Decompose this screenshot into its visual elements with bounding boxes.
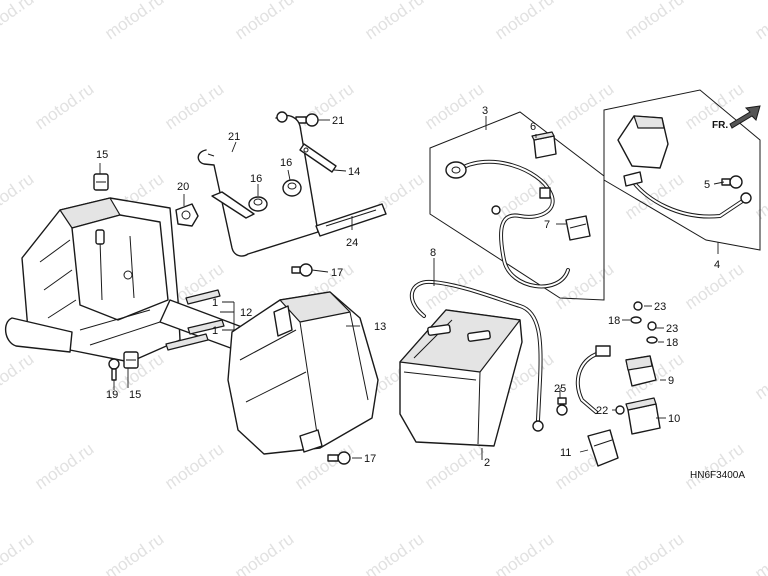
watermark-text: motod.ru (101, 529, 167, 576)
callout-18-a: 18 (608, 315, 620, 327)
callout-18-b: 18 (666, 337, 678, 349)
callout-17-bottom: 17 (364, 453, 376, 465)
fuse-6 (531, 131, 557, 159)
watermark-text: motod.ru (491, 0, 557, 43)
watermark-text: motod.ru (31, 439, 97, 493)
bolt-17-bottom (327, 451, 351, 465)
callout-25: 25 (554, 383, 566, 395)
bracket-11 (587, 429, 619, 467)
callout-13: 13 (374, 321, 386, 333)
cable-8 (409, 279, 544, 432)
terminal-cover (617, 115, 669, 169)
callout-2: 2 (484, 457, 490, 469)
bolt-17-top (291, 263, 313, 277)
watermark-text: motod.ru (751, 0, 768, 43)
watermark-text: motod.ru (421, 79, 487, 133)
diagram-code: HN6F3400A (690, 470, 745, 481)
harness-frame (429, 111, 605, 301)
callout-7: 7 (544, 219, 550, 231)
watermark-text: motod.ru (421, 439, 487, 493)
washer-18-b (646, 336, 658, 344)
callout-6: 6 (530, 121, 536, 133)
callout-16-right: 16 (280, 157, 292, 169)
watermark-text: motod.ru (231, 529, 297, 576)
watermark-text: motod.ru (0, 529, 37, 576)
watermark-text: motod.ru (751, 529, 768, 576)
callout-15-top: 15 (96, 149, 108, 161)
callout-17-top: 17 (331, 267, 343, 279)
callout-11: 11 (560, 447, 571, 459)
callout-16-left: 16 (250, 173, 262, 185)
watermark-text: motod.ru (0, 169, 37, 223)
watermark-text: motod.ru (621, 0, 687, 43)
watermark-text: motod.ru (681, 439, 747, 493)
callout-19: 19 (106, 389, 118, 401)
watermark-text: motod.ru (31, 79, 97, 133)
clip-15-top (93, 173, 109, 191)
callout-4: 4 (714, 259, 720, 271)
cushion-10 (625, 397, 661, 435)
battery-cover-13 (227, 291, 379, 455)
watermark-text: motod.ru (361, 0, 427, 43)
bracket-14 (299, 143, 337, 173)
callout-24: 24 (346, 237, 358, 249)
watermark-text: motod.ru (231, 0, 297, 43)
watermark-text: motod.ru (621, 529, 687, 576)
washer-18-a (630, 316, 642, 324)
watermark-text: motod.ru (361, 529, 427, 576)
collar-16-left (248, 196, 268, 212)
callout-1-top: 1 (212, 297, 218, 309)
callout-10: 10 (668, 413, 680, 425)
battery-tray (5, 197, 251, 363)
callout-20: 20 (177, 181, 189, 193)
callout-14: 14 (348, 166, 360, 178)
callout-23-b: 23 (666, 323, 678, 335)
bolt-19 (108, 358, 120, 381)
callout-3: 3 (482, 105, 488, 117)
callout-5: 5 (704, 179, 710, 191)
callout-1-bottom: 1 (212, 325, 218, 337)
watermark-text: motod.ru (0, 0, 37, 43)
callout-9: 9 (668, 375, 674, 387)
cable-4 (623, 171, 752, 219)
watermark-text: motod.ru (751, 349, 768, 403)
watermark-text: motod.ru (0, 349, 37, 403)
grommet-20 (175, 203, 199, 227)
watermark-text: motod.ru (101, 0, 167, 43)
callout-22: 22 (596, 405, 608, 417)
callout-8: 8 (430, 247, 436, 259)
callout-21-top: 21 (332, 115, 344, 127)
screw-22 (615, 405, 625, 415)
watermark-text: motod.ru (551, 259, 617, 313)
callout-21-left: 21 (228, 131, 240, 143)
nut-23-b (647, 321, 657, 331)
cable-frame (603, 89, 761, 251)
harness-3 (445, 159, 570, 289)
fr-arrow (729, 105, 761, 129)
collar-16-right (282, 179, 302, 197)
clip-15-bottom (123, 351, 139, 369)
callout-12: 12 (240, 307, 252, 319)
callout-23-a: 23 (654, 301, 666, 313)
relay-9 (575, 345, 657, 414)
watermark-text: motod.ru (551, 79, 617, 133)
nut-23-a (633, 301, 643, 311)
watermark-text: motod.ru (291, 79, 357, 133)
rubber-pads (165, 289, 225, 351)
battery-2 (399, 309, 523, 447)
callout-15-bottom: 15 (129, 389, 141, 401)
watermark-text: motod.ru (491, 529, 557, 576)
cap-7 (565, 215, 591, 241)
watermark-text: motod.ru (161, 439, 227, 493)
watermark-text: motod.ru (161, 79, 227, 133)
leader-lines (99, 116, 725, 460)
strap-24 (315, 203, 387, 237)
bolt-25 (556, 397, 568, 416)
bolt-5 (721, 175, 743, 189)
fr-label: FR. (712, 120, 728, 131)
